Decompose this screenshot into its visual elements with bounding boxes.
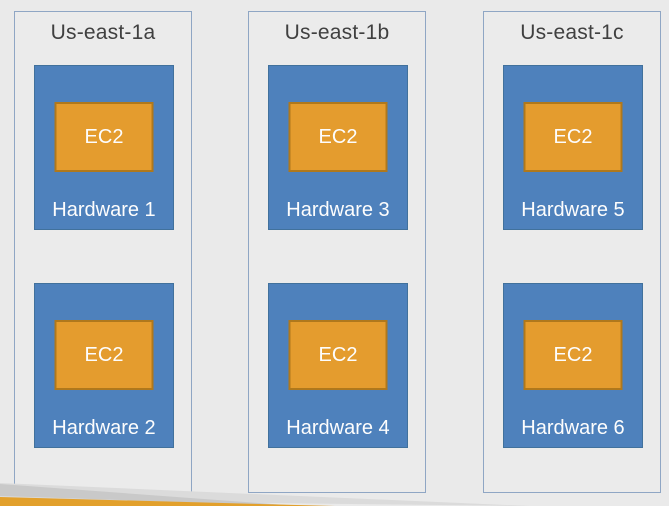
zone-title: Us-east-1a	[50, 21, 156, 44]
ec2-box: EC2	[523, 320, 623, 390]
zone-title: Us-east-1b	[284, 21, 390, 44]
hardware-label: Hardware 2	[52, 417, 156, 439]
ec2-label: EC2	[84, 343, 124, 366]
ec2-box: EC2	[288, 320, 388, 390]
hardware-box-6: EC2 Hardware 6	[503, 283, 643, 448]
ec2-label: EC2	[84, 125, 124, 148]
hardware-label: Hardware 6	[521, 417, 625, 439]
ec2-box: EC2	[523, 102, 623, 172]
availability-zone-us-east-1b: Us-east-1b EC2 Hardware 3 EC2 Hardware 4	[248, 11, 426, 493]
hardware-box-1: EC2 Hardware 1	[34, 65, 174, 230]
hardware-box-2: EC2 Hardware 2	[34, 283, 174, 448]
ec2-label: EC2	[318, 125, 358, 148]
zone-title: Us-east-1c	[520, 21, 624, 44]
hardware-label: Hardware 5	[521, 199, 625, 221]
hardware-box-3: EC2 Hardware 3	[268, 65, 408, 230]
ec2-box: EC2	[54, 320, 154, 390]
ec2-box: EC2	[54, 102, 154, 172]
hardware-box-4: EC2 Hardware 4	[268, 283, 408, 448]
ec2-box: EC2	[288, 102, 388, 172]
availability-zone-us-east-1c: Us-east-1c EC2 Hardware 5 EC2 Hardware 6	[483, 11, 661, 493]
availability-zone-us-east-1a: Us-east-1a EC2 Hardware 1 EC2 Hardware 2	[14, 11, 192, 493]
hardware-label: Hardware 1	[52, 199, 156, 221]
hardware-label: Hardware 3	[286, 199, 390, 221]
hardware-box-5: EC2 Hardware 5	[503, 65, 643, 230]
ec2-label: EC2	[553, 343, 593, 366]
ec2-label: EC2	[318, 343, 358, 366]
hardware-label: Hardware 4	[286, 417, 390, 439]
ec2-label: EC2	[553, 125, 593, 148]
